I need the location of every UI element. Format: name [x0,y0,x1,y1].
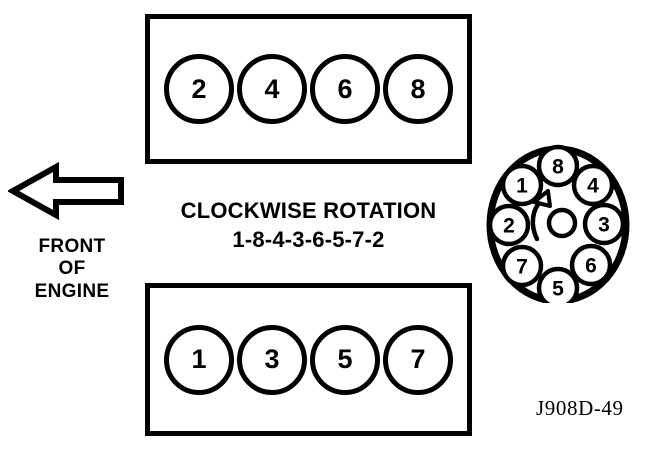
terminal-circle-8 [536,144,580,188]
rotor-post-icon [546,207,578,239]
terminal-circle-5 [536,266,580,303]
cylinder-top-1: 2 [164,54,234,124]
terminal-label-1: 1 [516,175,528,198]
front-label-line-1: FRONT [38,236,106,257]
distributor-terminals: 84 365 721 [487,144,626,303]
terminal-circle-4 [571,163,615,207]
terminal-label-3: 3 [598,214,610,237]
terminal-circle-7 [500,244,544,288]
distributor-terminal-2: 2 [487,203,531,247]
bottom-cylinder-bank: 1 3 5 7 [145,283,472,436]
reference-code: J908D-49 [536,396,624,420]
terminal-label-7: 7 [516,256,528,279]
terminal-circle-6 [569,243,613,287]
terminal-circle-2 [487,203,531,247]
cylinder-top-3: 6 [310,54,380,124]
terminal-label-4: 4 [587,175,599,198]
front-label-line-2: OF [58,258,86,280]
cylinder-bottom-3: 5 [310,324,380,395]
front-label-line-3: ENGINE [34,280,110,302]
rotation-title: CLOCKWISE ROTATION [180,198,437,223]
firing-order-sequence: 1-8-4-3-6-5-7-2 [232,227,385,252]
top-cylinder-bank: 2 4 6 8 [145,14,472,164]
cylinder-bottom-1: 1 [164,324,234,395]
terminal-label-8: 8 [552,156,564,179]
terminal-label-2: 2 [503,215,515,238]
distributor-terminal-8: 8 [536,144,580,188]
cylinder-top-4: 8 [383,54,453,124]
cylinder-top-2: 4 [237,54,307,124]
front-of-engine-label: FRONT OF ENGINE [8,236,136,303]
cylinder-bottom-2: 3 [237,324,307,395]
cylinder-bottom-4: 7 [383,324,453,395]
distributor-terminal-5: 5 [536,266,580,303]
distributor-terminal-7: 7 [500,244,544,288]
rotor-rotation-arrow-icon [530,189,552,242]
distributor-terminal-3: 3 [582,202,626,246]
rotation-caption: CLOCKWISE ROTATION 1-8-4-3-6-5-7-2 [145,198,472,253]
terminal-circle-1 [500,163,544,207]
distributor-terminal-6: 6 [569,243,613,287]
distributor-terminal-4: 4 [571,163,615,207]
front-of-engine-arrow-icon [6,161,126,221]
terminal-label-6: 6 [585,255,597,278]
terminal-label-5: 5 [552,278,564,301]
terminal-circle-3 [582,202,626,246]
distributor-terminal-1: 1 [500,163,544,207]
